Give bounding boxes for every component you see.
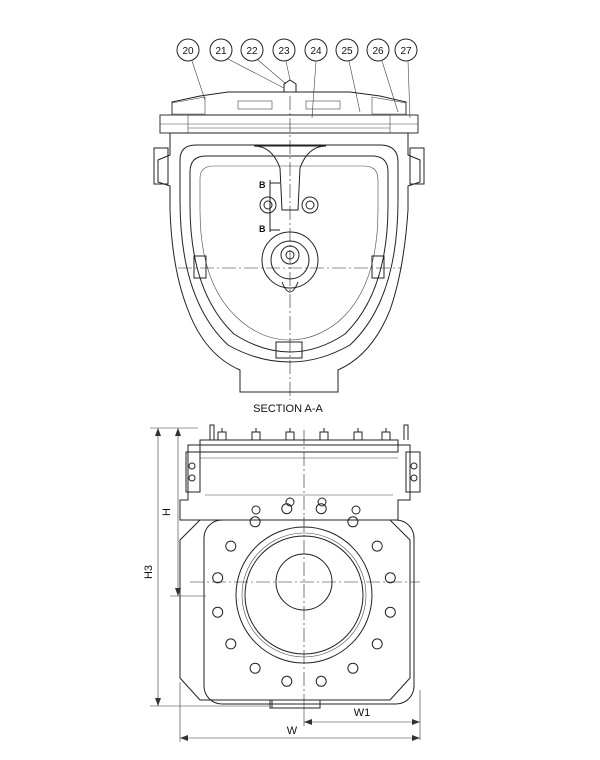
inlet-funnel [253,145,327,211]
vent-plug [283,79,297,92]
svg-text:26: 26 [372,46,384,57]
section-marker-b: B B [259,180,280,234]
flange-bolt-hole [281,503,293,515]
svg-text:20: 20 [182,46,194,57]
svg-text:B: B [259,224,266,234]
drain-boss [275,341,303,359]
lug-bolt [188,474,196,482]
cover-hatch-right [371,96,407,115]
section-caption: SECTION A-A [253,403,323,415]
cover-block [179,444,411,521]
flange-bolt-hole [347,662,359,674]
gasket-right [305,100,341,110]
svg-text:23: 23 [278,46,290,57]
cover-bolt [217,428,227,441]
cover-bolt [285,428,295,441]
front-view: H H3 W1 W [143,424,421,742]
lug-left [153,147,169,185]
cover-bolt [353,428,363,441]
flange-bolt-hole [249,516,261,528]
base-support [271,699,321,709]
callout-23: 23 [272,38,296,81]
dimension-h3: H3 [143,427,270,707]
body-outer [157,132,421,393]
port-right-inner [305,200,315,210]
svg-text:21: 21 [215,46,227,57]
body-bolt [351,505,361,515]
cover-top [171,91,407,116]
dimension-h: H [161,427,206,597]
valve-lever [281,281,299,293]
cover-bolts [188,428,418,482]
svg-text:B: B [259,180,266,190]
port-left [259,196,277,214]
cover-bolt [381,428,391,441]
callout-21: 21 [209,38,285,89]
inner-chamber [199,165,379,341]
lug-bolt [188,462,196,470]
svg-text:25: 25 [341,46,353,57]
svg-text:24: 24 [310,46,322,57]
flange-bolt-hole [371,638,383,650]
svg-text:22: 22 [246,46,258,57]
callout-24: 24 [304,38,328,119]
flange-bolt-hole [384,606,396,618]
gasket-left [237,100,273,110]
lug-bolt [410,474,418,482]
flange-bolt-hole [225,540,237,552]
svg-text:H: H [161,508,173,516]
flange-bolt-holes [212,497,396,687]
cover-rim [199,439,399,453]
svg-text:W1: W1 [354,707,371,719]
vent-pipe-right [403,424,409,440]
callout-22: 22 [240,38,287,85]
flange-bolt-hole [315,503,327,515]
callout-27: 27 [394,38,418,119]
cover-bolt [319,428,329,441]
port-left-inner [263,200,273,210]
cover-hatch-left [171,96,206,115]
flange-bolt-hole [371,540,383,552]
flange-bolt-hole [249,662,261,674]
callout-20: 20 [176,38,206,101]
lug-bolt [410,462,418,470]
callout-26: 26 [366,38,399,113]
svg-text:27: 27 [400,46,412,57]
front-body [179,519,411,709]
boss-left [193,255,207,279]
dimension-w1: W1 [303,690,421,740]
flange-bolt-hole [281,675,293,687]
boss-right [371,255,385,279]
front-lug-right [405,451,421,493]
callout-25: 25 [335,38,361,113]
front-lug-left [185,451,201,493]
body-bolt [285,497,295,507]
svg-text:W: W [287,725,298,737]
callout-group: 20 21 22 23 24 25 26 [176,38,418,119]
lug-right [409,147,425,185]
dimension-w: W [179,682,420,742]
inlet-flange [203,519,415,705]
flange-bolt-hole [212,606,224,618]
svg-text:H3: H3 [143,565,155,579]
vent-pipe [209,424,215,440]
section-view: B B SECTION A-A [153,79,425,415]
flange-bolt-hole [347,516,359,528]
flange-bolt-hole [384,572,396,584]
flange-bolt-hole [315,675,327,687]
body-bolt [317,497,327,507]
body-shell-hatch [179,144,399,363]
port-right [301,196,319,214]
cover-bolt [251,428,261,441]
body-bolt [251,505,261,515]
flange-bolt-hole [212,572,224,584]
flange-bolt-hole [225,638,237,650]
